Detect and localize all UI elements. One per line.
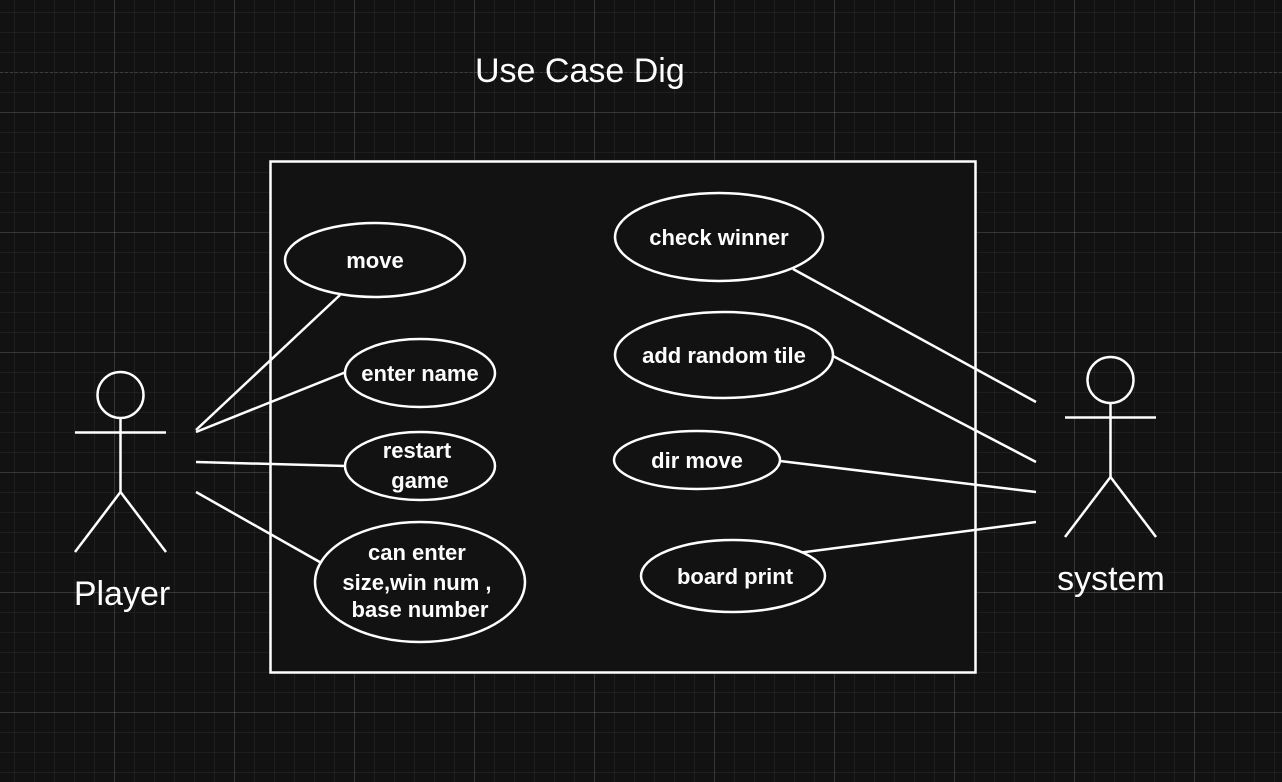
use-case-can-enter-label: can enter size,win num , base number [342, 540, 497, 622]
use-case-move-label: move [346, 248, 403, 273]
player-associations [195, 294, 347, 567]
use-case-can-enter-line-1: can enter [368, 540, 466, 565]
diagram-title: Use Case Dig [475, 52, 685, 90]
actor-system-label: system [1057, 560, 1165, 598]
assoc-player-enter-name [195, 370, 347, 434]
use-case-enter-name[interactable]: enter name [343, 337, 497, 409]
use-case-restart-game-line-1: restart [383, 438, 452, 463]
actor-system[interactable]: system [1057, 355, 1165, 598]
use-case-restart-game[interactable]: restart game [343, 430, 497, 502]
stick-figure-icon [1064, 355, 1157, 538]
use-case-enter-name-label: enter name [361, 361, 478, 386]
assoc-system-add-random-tile [832, 354, 1037, 464]
use-case-dir-move[interactable]: dir move [612, 429, 782, 491]
actor-player-label: Player [74, 575, 170, 613]
use-case-board-print-label: board print [677, 564, 794, 589]
assoc-system-dir-move [779, 459, 1037, 494]
system-associations [779, 267, 1037, 556]
use-case-add-random-tile-label: add random tile [642, 343, 806, 368]
use-case-move[interactable]: move [283, 221, 467, 299]
use-case-dir-move-label: dir move [651, 448, 743, 473]
use-case-check-winner-label: check winner [649, 225, 789, 250]
use-case-check-winner[interactable]: check winner [613, 191, 825, 283]
use-case-add-random-tile[interactable]: add random tile [613, 310, 835, 400]
page-guide-line [0, 72, 1282, 73]
assoc-system-check-winner [792, 267, 1037, 404]
assoc-player-restart-game [195, 460, 347, 468]
use-case-board-print[interactable]: board print [639, 538, 827, 614]
use-case-restart-game-label: restart game [383, 438, 458, 493]
use-case-can-enter[interactable]: can enter size,win num , base number [313, 520, 527, 644]
stick-figure-icon [74, 370, 167, 553]
assoc-player-can-enter [195, 490, 326, 567]
use-case-can-enter-line-3: base number [352, 597, 489, 622]
assoc-system-board-print [789, 520, 1037, 556]
use-case-can-enter-line-2: size,win num , [342, 570, 491, 595]
actor-player[interactable]: Player [74, 370, 170, 613]
use-case-restart-game-line-2: game [391, 468, 448, 493]
assoc-player-move [195, 294, 341, 431]
